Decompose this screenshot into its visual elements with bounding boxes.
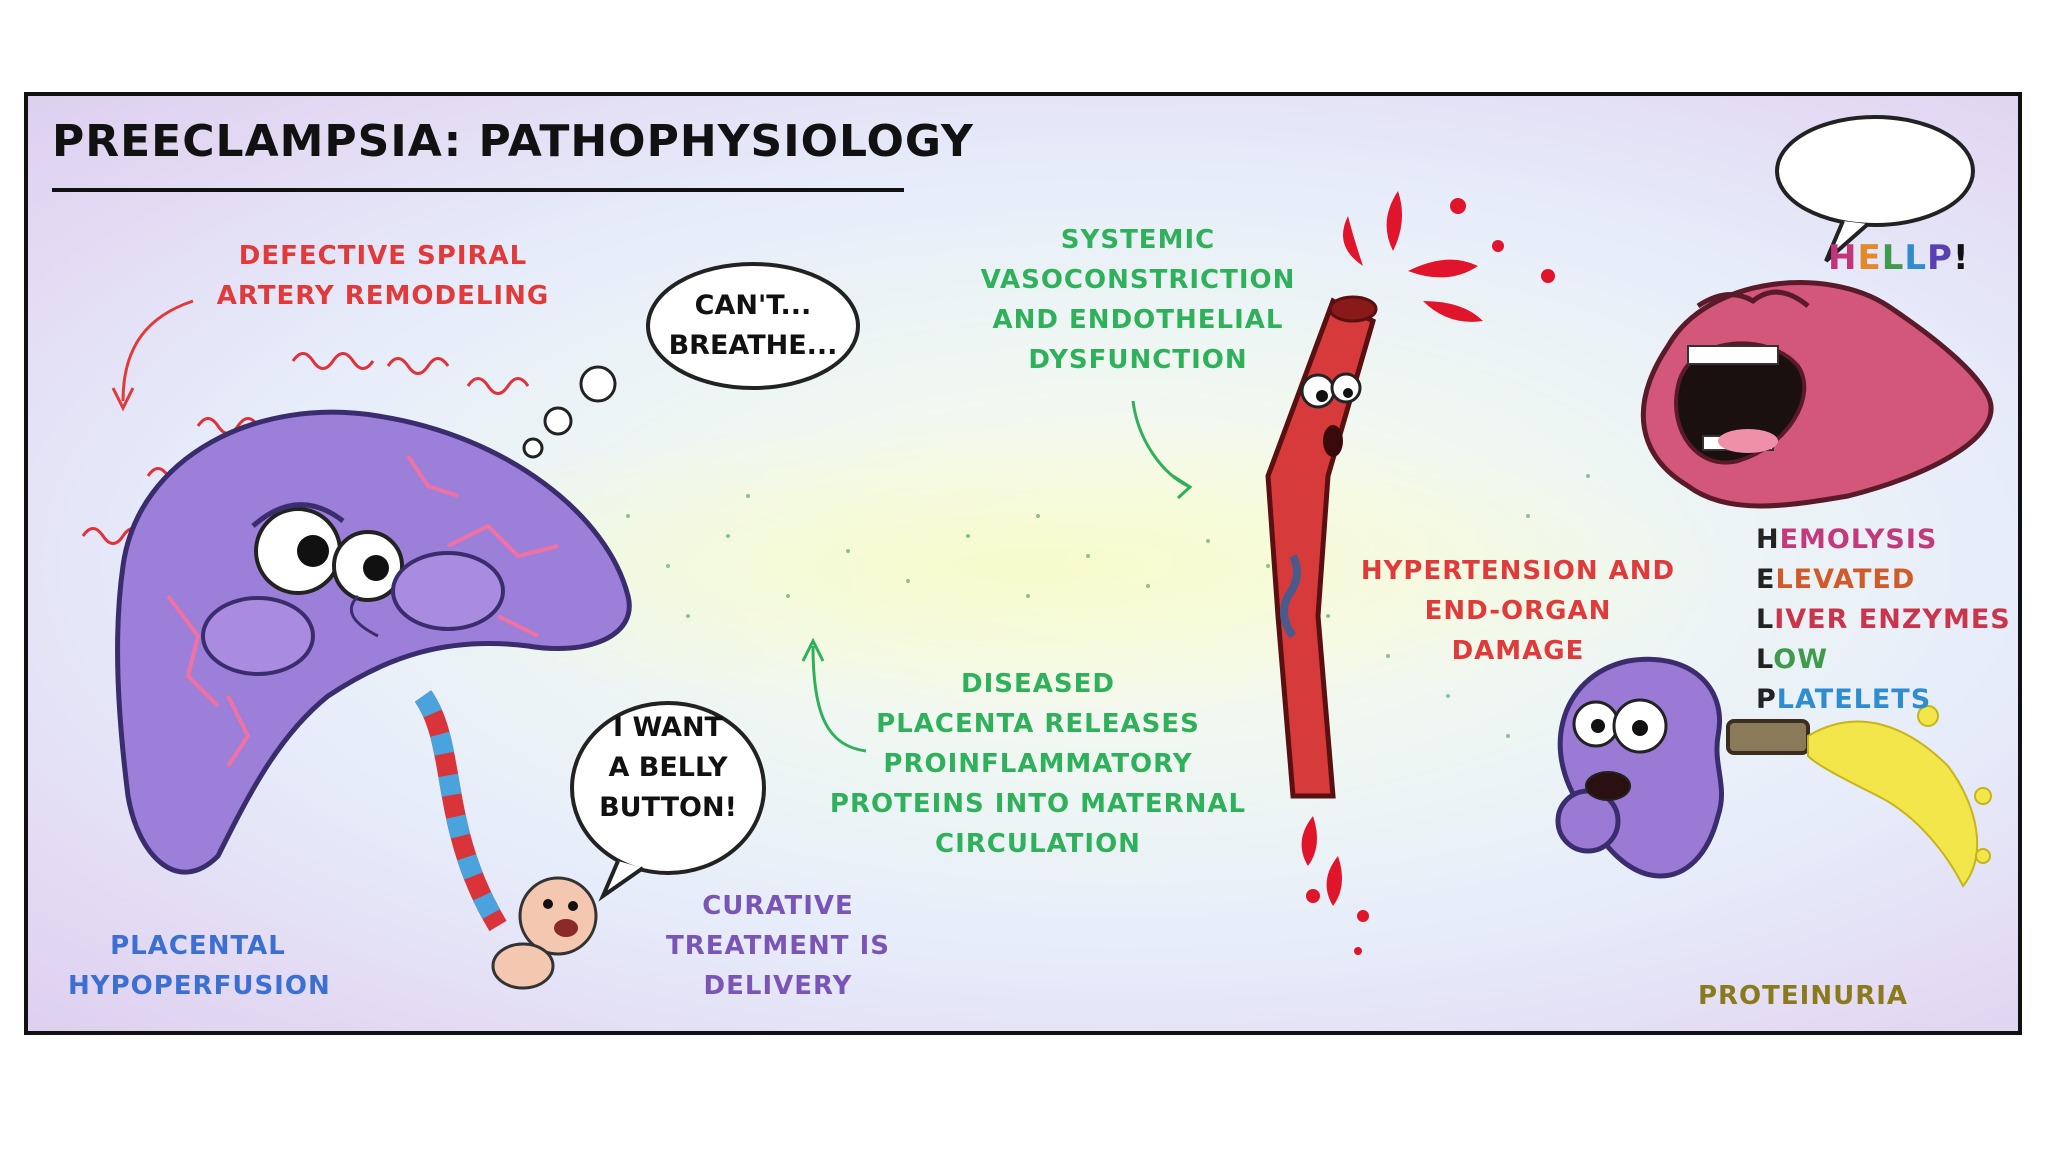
- blood-splash-icon: [1343, 191, 1555, 322]
- liver-character: [1640, 280, 1994, 509]
- label-proteinuria: PROTEINURIA: [1697, 981, 1909, 1011]
- placenta-character: [115, 409, 632, 875]
- hellp-letter: L: [1904, 238, 1928, 278]
- title-underline: [52, 188, 904, 192]
- hellp-exclamation: HELLP!: [1828, 238, 1969, 278]
- label-spiral-artery: DEFECTIVE SPIRAL ARTERY REMODELING: [216, 241, 550, 311]
- placenta-vessels: [166, 454, 559, 768]
- baby-speech-bubble: [570, 701, 766, 875]
- blood-splash-icon: [1301, 816, 1369, 955]
- hellp-acronym-list: HEMOLYSIS ELEVATED LIVER ENZYMES LOW PLA…: [1756, 520, 2011, 720]
- thought-bubble: [646, 262, 860, 390]
- umbilical-cord-icon: [414, 690, 507, 932]
- arrow-icon: [811, 645, 867, 753]
- kidney-character: [1555, 656, 1810, 879]
- blood-vessel-character: [1265, 295, 1378, 799]
- hellp-list-item: LOW: [1756, 644, 1828, 675]
- label-systemic-vasoconstriction: SYSTEMIC VASOCONSTRICTION AND ENDOTHELIA…: [980, 225, 1296, 375]
- hellp-list-item: PLATELETS: [1756, 684, 1932, 715]
- arrow-icon: [121, 299, 194, 402]
- urine-stream-icon: [1807, 705, 1992, 888]
- infographic-panel: PREECLAMPSIA: PATHOPHYSIOLOGY: [24, 92, 2022, 1035]
- hellp-letter: E: [1857, 238, 1882, 278]
- label-hypertension: HYPERTENSION AND END-ORGAN DAMAGE: [1360, 556, 1676, 666]
- hellp-letter: !: [1952, 238, 1970, 278]
- baby-speech-text: I WANT A BELLY BUTTON!: [599, 712, 737, 823]
- hellp-list-item: LIVER ENZYMES: [1756, 604, 2011, 635]
- label-placental-hypoperfusion: PLACENTAL HYPOPERFUSION: [68, 931, 331, 1001]
- thought-bubble-text: CAN'T... BREATHE...: [668, 290, 838, 361]
- label-curative-treatment: CURATIVE TREATMENT IS DELIVERY: [666, 891, 890, 1001]
- hellp-letter: H: [1828, 238, 1858, 278]
- hellp-letter: L: [1881, 238, 1905, 278]
- liver-speech-bubble: [1775, 115, 1975, 227]
- page-title: PREECLAMPSIA: PATHOPHYSIOLOGY: [52, 116, 974, 167]
- baby-icon: [491, 876, 598, 990]
- label-diseased-placenta: DISEASED PLACENTA RELEASES PROINFLAMMATO…: [829, 669, 1247, 859]
- hellp-list-item: HEMOLYSIS: [1756, 524, 1938, 555]
- hellp-letter: P: [1927, 238, 1953, 278]
- hellp-list-item: ELEVATED: [1756, 564, 1916, 595]
- protein-particles: [626, 474, 1590, 738]
- circulation-glow: [328, 416, 1728, 716]
- illustration-layer: [81, 115, 1994, 990]
